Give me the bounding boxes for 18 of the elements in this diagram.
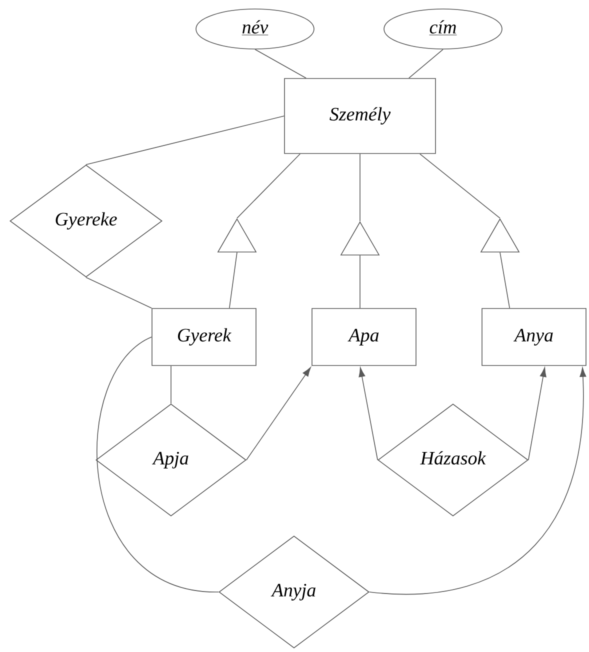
entity-box: Személy [284, 78, 436, 154]
connector-line [408, 49, 444, 78]
connector-line [500, 252, 510, 308]
connector-line [170, 366, 172, 404]
connector-line [236, 154, 300, 219]
connector-line [86, 277, 152, 308]
entity-box: Gyerek [152, 308, 256, 366]
entity-box: Apa [312, 308, 416, 366]
connector-line [254, 49, 306, 78]
connector-line [86, 116, 284, 165]
connector-line [229, 252, 238, 308]
connector-line [420, 154, 500, 219]
arrow [528, 367, 546, 460]
arrow [358, 367, 378, 460]
entity-box: Anya [482, 308, 586, 366]
connector-line [96, 336, 219, 592]
arrow [369, 367, 586, 595]
arrow [246, 367, 311, 460]
